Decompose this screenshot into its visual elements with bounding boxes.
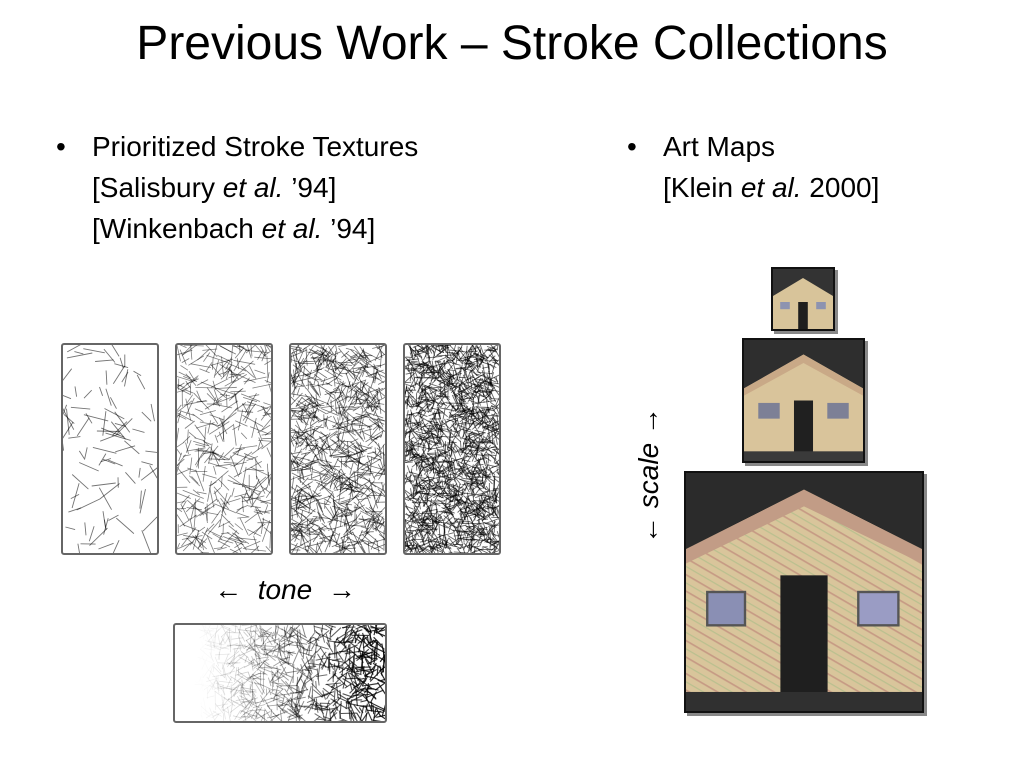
art-map-house-medium (742, 338, 865, 463)
citation-salisbury: [Salisbury et al. ’94] (92, 172, 337, 203)
citation-winkenbach: [Winkenbach et al. ’94] (92, 213, 376, 244)
stroke-texture-medium-dark (289, 343, 387, 555)
up-arrow-icon: → (633, 407, 664, 436)
citation-klein: [Klein et al. 2000] (663, 172, 880, 203)
right-arrow-icon: → (327, 574, 356, 605)
bullet-dot: • (627, 131, 637, 162)
tone-label: ← tone → (190, 568, 380, 612)
stroke-texture-gradient (173, 623, 387, 723)
bullet-dot: • (56, 131, 66, 162)
art-map-house-small (771, 267, 835, 331)
bullet-prioritized-stroke-textures: • Prioritized Stroke Textures [Salisbury… (56, 126, 418, 249)
stroke-texture-medium-light (175, 343, 273, 555)
stroke-texture-dark (403, 343, 501, 555)
bullet-art-maps: • Art Maps [Klein et al. 2000] (627, 126, 879, 208)
art-map-house-large (684, 471, 924, 713)
bullet-text: Prioritized Stroke Textures (92, 131, 419, 162)
scale-word: scale (633, 442, 664, 509)
bullet-text: Art Maps (663, 131, 776, 162)
tone-word: tone (257, 574, 313, 605)
slide-title: Previous Work – Stroke Collections (136, 17, 888, 70)
stroke-texture-light (61, 343, 159, 555)
left-arrow-icon: ← (214, 574, 243, 605)
scale-label: ← scale → (629, 407, 669, 544)
down-arrow-icon: ← (633, 516, 664, 544)
